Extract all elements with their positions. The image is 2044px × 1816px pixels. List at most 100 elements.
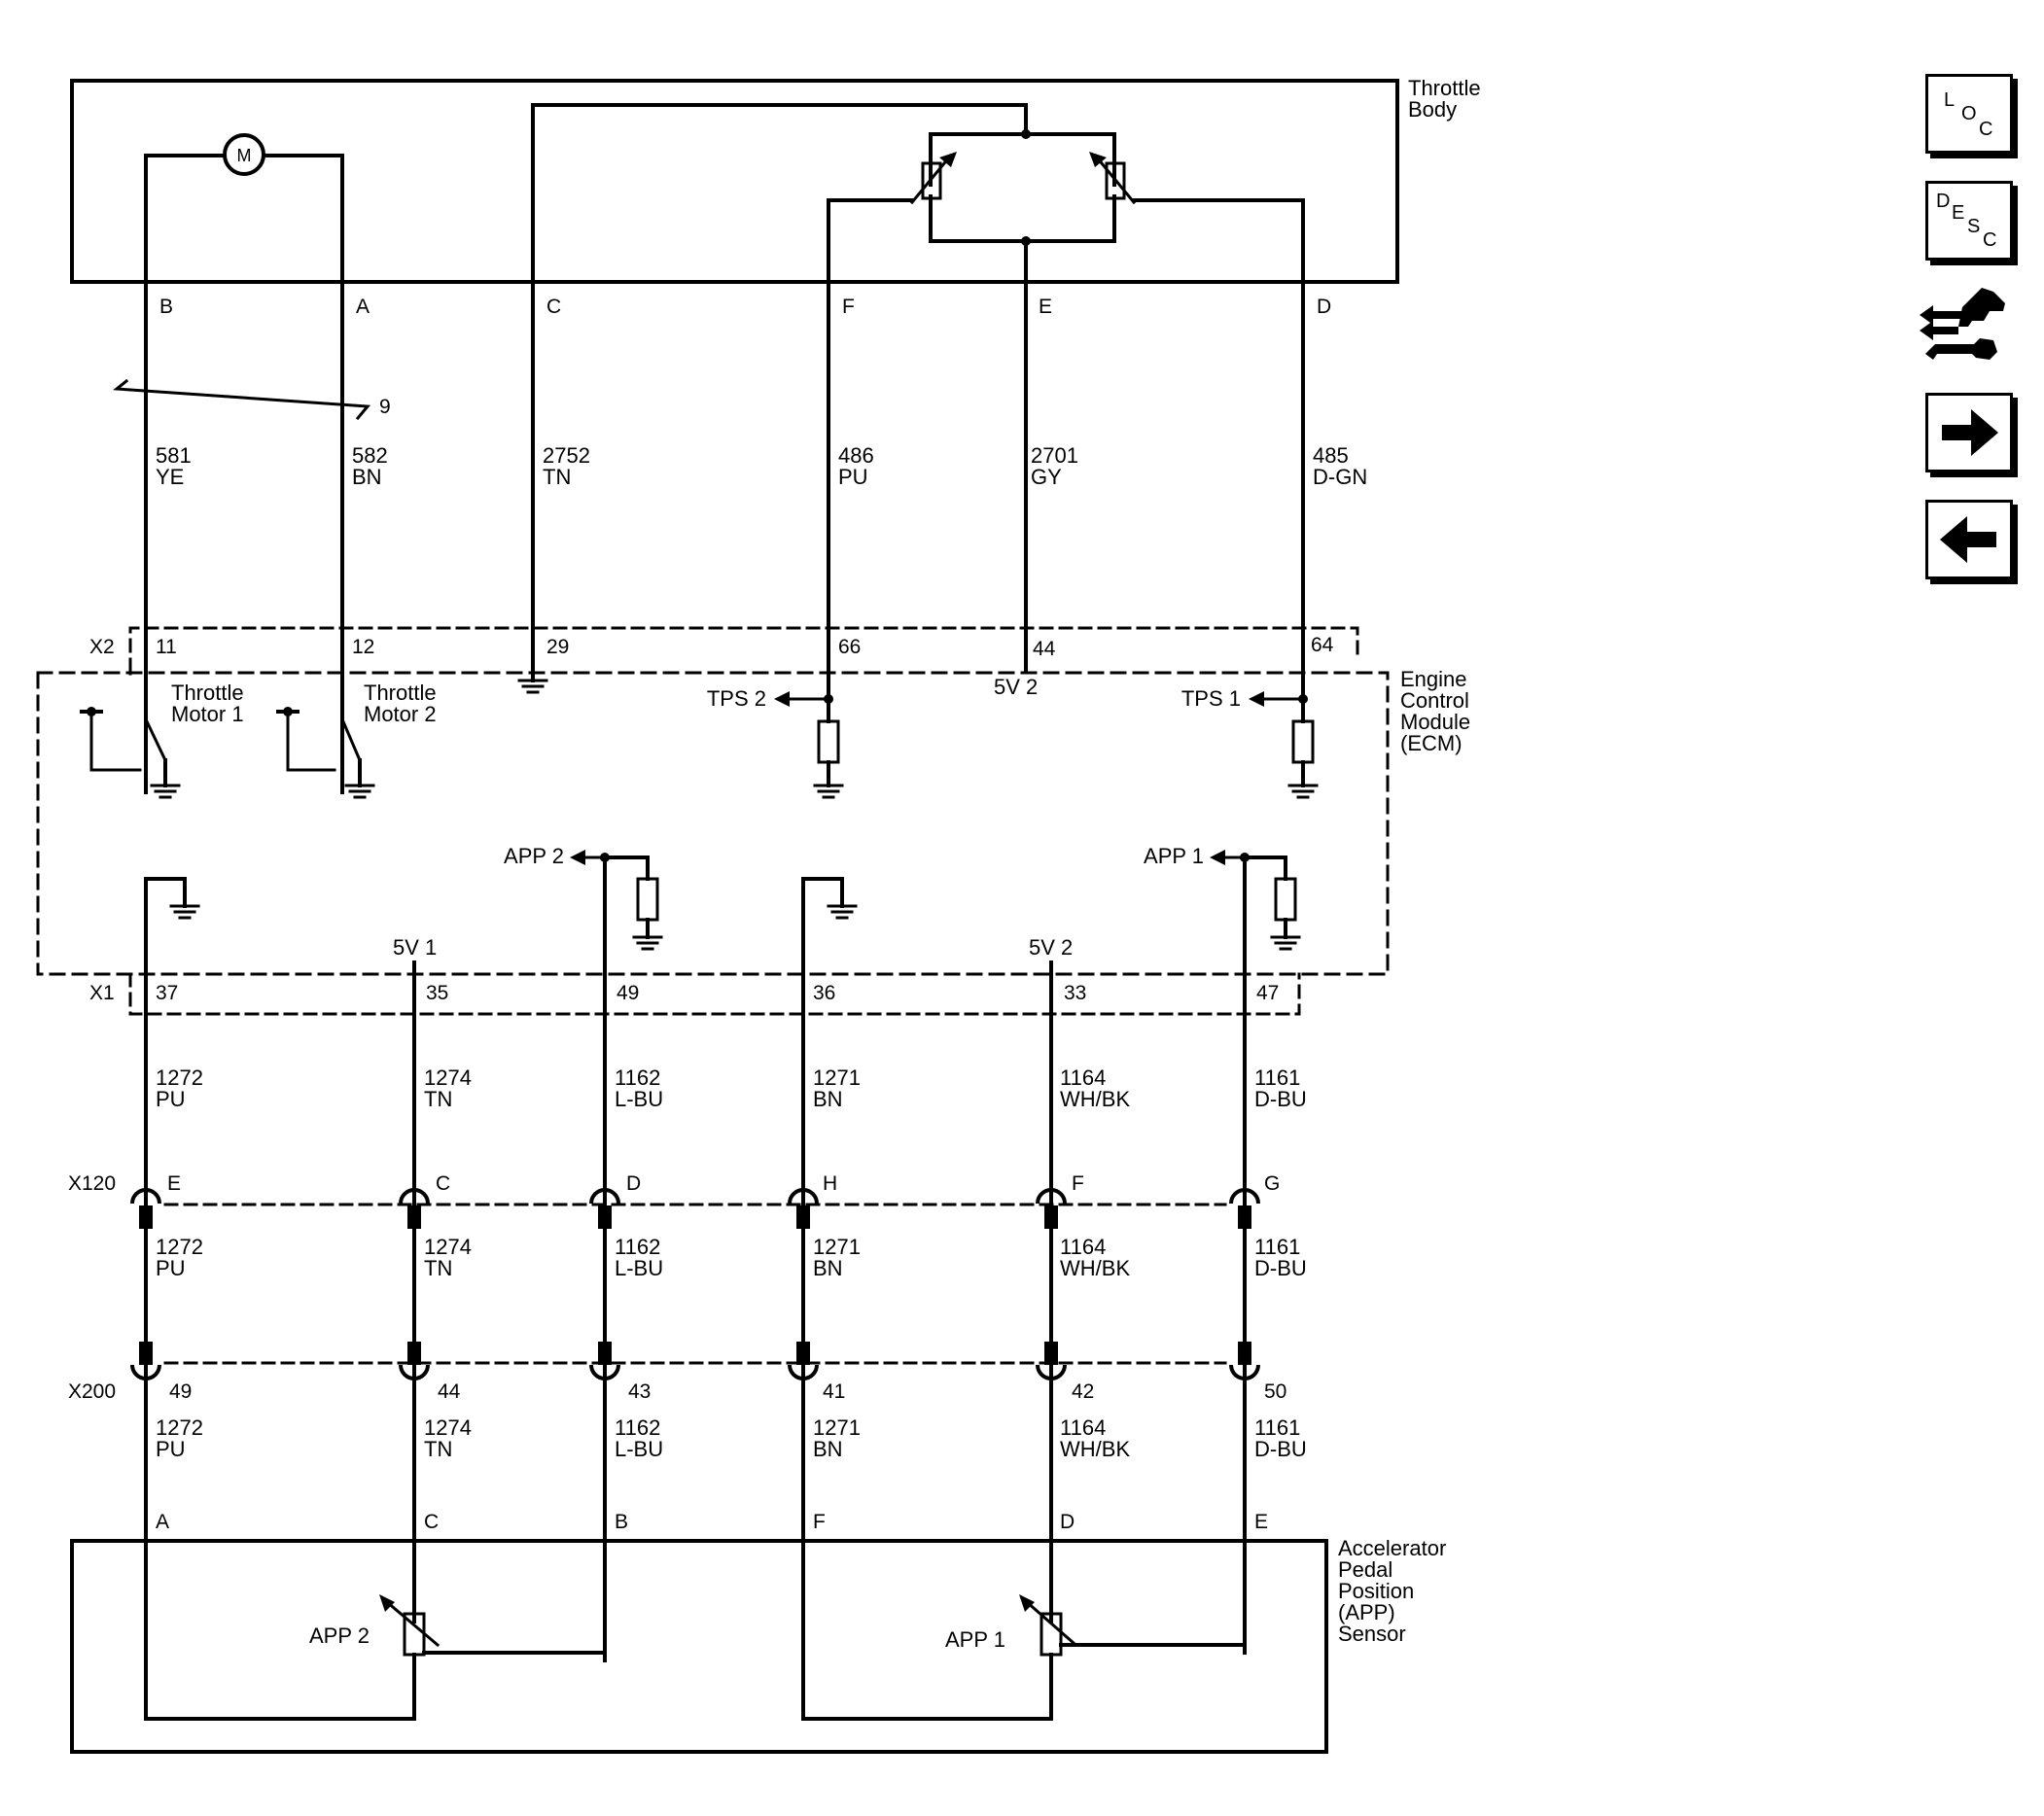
x1-pin: 49 <box>617 982 639 1004</box>
desc-button[interactable]: D E S C <box>1925 181 2013 261</box>
tb-pin-a: A <box>356 296 370 318</box>
x200-pin: 42 <box>1072 1380 1094 1403</box>
x200-pin: 50 <box>1264 1380 1286 1403</box>
inline-connector-male <box>1044 1205 1058 1229</box>
tps1-label: TPS 1 <box>1181 686 1241 711</box>
inline-connector-female <box>589 1188 620 1205</box>
prev-page-button[interactable] <box>1925 500 2013 579</box>
tb-pin-c: C <box>546 296 561 318</box>
inline-connector-female <box>1036 1364 1067 1380</box>
connector-tool-icon[interactable] <box>1916 282 2013 369</box>
tb-pin-e: E <box>1039 296 1052 318</box>
inline-connector-male <box>407 1205 421 1229</box>
app-sensor-pin: E <box>1254 1511 1268 1533</box>
app1-potentiometer <box>1040 1612 1063 1657</box>
next-page-button[interactable] <box>1925 393 2013 472</box>
ref-5v2-bottom: 5V 2 <box>1029 935 1073 960</box>
ref-5v2-top: 5V 2 <box>994 675 1038 699</box>
inline-connector-male <box>598 1205 612 1229</box>
right-arrow-icon <box>1942 409 1998 456</box>
x1-pin: 35 <box>426 982 448 1004</box>
app-sensor-pin: C <box>424 1511 439 1533</box>
x2-pin: 66 <box>838 636 861 658</box>
x120-pin: D <box>626 1172 641 1195</box>
desc-letter: C <box>1983 229 1996 251</box>
throttle-motor-icon <box>223 133 265 176</box>
inline-connector-male <box>139 1342 153 1365</box>
x200-pin: 43 <box>628 1380 651 1403</box>
app2-sensor-label: APP 2 <box>309 1624 370 1648</box>
motor-symbol: M <box>237 146 252 165</box>
inline-connector-male <box>1238 1342 1251 1365</box>
desc-letter: D <box>1936 191 1950 212</box>
app-sensor-pin: F <box>813 1511 826 1533</box>
app1-signal-label: APP 1 <box>1144 844 1204 868</box>
inline-connector-female <box>130 1188 161 1205</box>
x2-pin: 29 <box>546 636 569 658</box>
x1-pin: 36 <box>813 982 835 1004</box>
x1-pin: 33 <box>1064 982 1086 1004</box>
loc-letter: C <box>1979 119 1992 140</box>
twisted-pair-label: 9 <box>379 396 391 418</box>
inline-connector-female <box>788 1188 819 1205</box>
inline-connector-female <box>589 1364 620 1380</box>
x120-pin: F <box>1072 1172 1084 1195</box>
inline-connector-male <box>1044 1342 1058 1365</box>
ref-5v1: 5V 1 <box>393 935 437 960</box>
inline-connector-male <box>796 1342 810 1365</box>
inline-connector-male <box>796 1205 810 1229</box>
app-sensor-pin: B <box>615 1511 628 1533</box>
left-arrow-icon <box>1940 516 1996 563</box>
inline-connector-male <box>139 1205 153 1229</box>
connector-x2-label: X2 <box>89 636 115 658</box>
app-sensor-pin: D <box>1060 1511 1075 1533</box>
throttle-body-box <box>70 79 1399 284</box>
ecm-box <box>36 671 1390 976</box>
x2-pin: 44 <box>1033 638 1056 660</box>
inline-connector-female <box>788 1364 819 1380</box>
inline-connector-female <box>1036 1188 1067 1205</box>
x120-pin: H <box>823 1172 837 1195</box>
connector-x120-label: X120 <box>68 1172 116 1195</box>
x1-pin: 47 <box>1256 982 1279 1004</box>
connector-x1-label: X1 <box>89 982 115 1004</box>
tb-pin-b: B <box>159 296 173 318</box>
inline-connector-male <box>407 1342 421 1365</box>
loc-button[interactable]: L O C <box>1925 74 2013 154</box>
app2-signal-label: APP 2 <box>504 844 564 868</box>
tps1-potentiometer <box>1105 161 1126 200</box>
inline-connector-female <box>130 1364 161 1380</box>
x2-pin: 11 <box>156 636 177 658</box>
x1-pin: 37 <box>156 982 178 1004</box>
inline-connector-male <box>1238 1205 1251 1229</box>
x200-pin: 41 <box>823 1380 845 1403</box>
desc-letter: S <box>1967 216 1980 237</box>
x200-pin: 49 <box>169 1380 192 1403</box>
